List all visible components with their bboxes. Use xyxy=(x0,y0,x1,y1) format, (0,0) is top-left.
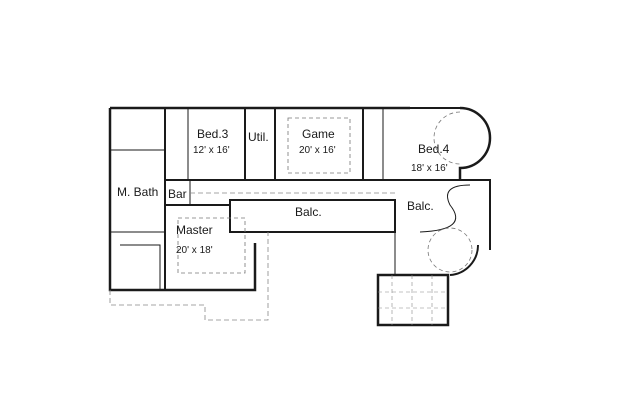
room-label-master: Master xyxy=(176,223,213,237)
room-dimensions-bed3: 12' x 16' xyxy=(193,145,230,156)
room-label-balcony-center: Balc. xyxy=(295,205,322,219)
room-label-util: Util. xyxy=(248,130,269,144)
room-label-game: Game xyxy=(302,127,335,141)
room-dimensions-master: 20' x 18' xyxy=(176,245,213,256)
room-label-bar: Bar xyxy=(168,187,187,201)
room-label-bed4: Bed.4 xyxy=(418,142,450,156)
room-label-bed3: Bed.3 xyxy=(197,127,229,141)
room-dimensions-game: 20' x 16' xyxy=(299,145,336,156)
room-label-balcony-stair: Balc. xyxy=(407,199,434,213)
room-label-master-bath: M. Bath xyxy=(117,185,159,199)
room-dimensions-bed4: 18' x 16' xyxy=(411,163,448,174)
